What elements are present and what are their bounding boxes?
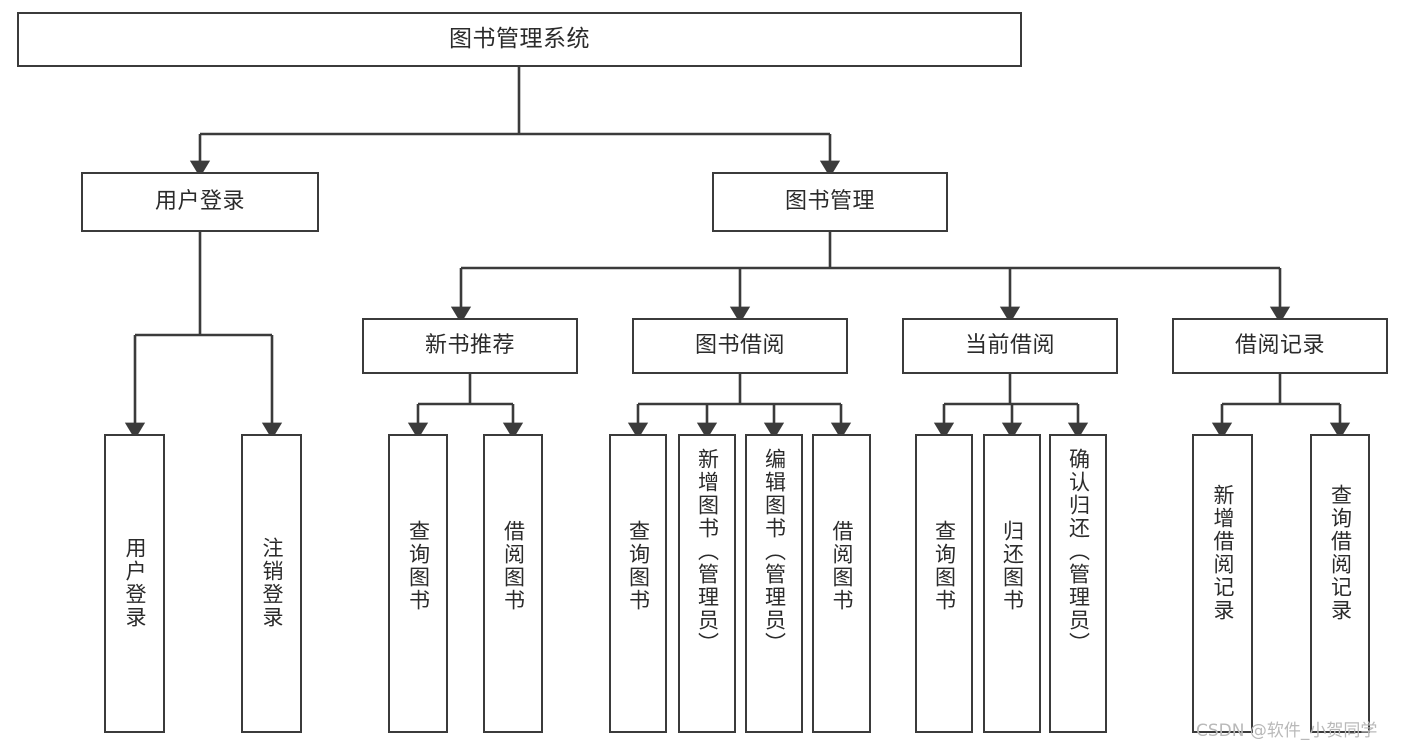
- node-label-new-book-rec: 新书推荐: [424, 333, 515, 359]
- node-label-leaf-query-book-1: 查询图书: [406, 520, 431, 612]
- node-user-login[interactable]: 用户登录: [81, 172, 319, 232]
- node-label-leaf-return-book: 归还图书: [1000, 520, 1025, 612]
- node-leaf-confirm-return-admin[interactable]: 确认归还（管理员）: [1049, 434, 1107, 733]
- node-label-leaf-logout: 注销登录: [260, 537, 285, 629]
- node-book-manage[interactable]: 图书管理: [712, 172, 948, 232]
- node-leaf-logout[interactable]: 注销登录: [241, 434, 302, 733]
- node-label-root: 图书管理系统: [449, 25, 590, 52]
- node-leaf-user-login[interactable]: 用户登录: [104, 434, 165, 733]
- node-label-leaf-add-borrow-record: 新增借阅记录: [1211, 484, 1236, 622]
- node-leaf-query-book-1[interactable]: 查询图书: [388, 434, 448, 733]
- node-label-leaf-query-book-3: 查询图书: [932, 520, 957, 612]
- node-label-leaf-confirm-return-admin: 确认归还（管理员）: [1066, 448, 1091, 655]
- node-label-book-manage: 图书管理: [784, 189, 875, 215]
- node-leaf-query-book-3[interactable]: 查询图书: [915, 434, 973, 733]
- node-label-leaf-borrow-book-1: 借阅图书: [501, 520, 526, 612]
- node-label-leaf-borrow-book-2: 借阅图书: [830, 520, 855, 612]
- node-root[interactable]: 图书管理系统: [17, 12, 1022, 67]
- node-label-leaf-user-login: 用户登录: [123, 537, 148, 629]
- node-label-user-login: 用户登录: [154, 189, 245, 215]
- node-label-current-borrow: 当前借阅: [964, 333, 1055, 359]
- node-leaf-query-borrow-record[interactable]: 查询借阅记录: [1310, 434, 1370, 733]
- node-leaf-borrow-book-1[interactable]: 借阅图书: [483, 434, 543, 733]
- node-current-borrow[interactable]: 当前借阅: [902, 318, 1118, 374]
- node-borrow-record[interactable]: 借阅记录: [1172, 318, 1388, 374]
- node-label-leaf-query-book-2: 查询图书: [626, 520, 651, 612]
- node-leaf-edit-book-admin[interactable]: 编辑图书（管理员）: [745, 434, 803, 733]
- node-label-leaf-add-book-admin: 新增图书（管理员）: [695, 448, 720, 655]
- node-new-book-rec[interactable]: 新书推荐: [362, 318, 578, 374]
- node-book-borrow[interactable]: 图书借阅: [632, 318, 848, 374]
- node-leaf-add-book-admin[interactable]: 新增图书（管理员）: [678, 434, 736, 733]
- node-leaf-add-borrow-record[interactable]: 新增借阅记录: [1192, 434, 1253, 733]
- node-leaf-query-book-2[interactable]: 查询图书: [609, 434, 667, 733]
- node-label-book-borrow: 图书借阅: [694, 333, 785, 359]
- node-leaf-return-book[interactable]: 归还图书: [983, 434, 1041, 733]
- node-label-leaf-edit-book-admin: 编辑图书（管理员）: [762, 448, 787, 655]
- node-label-borrow-record: 借阅记录: [1234, 333, 1325, 359]
- node-leaf-borrow-book-2[interactable]: 借阅图书: [812, 434, 871, 733]
- watermark-label: CSDN @软件_小贺同学: [1196, 721, 1378, 741]
- node-label-leaf-query-borrow-record: 查询借阅记录: [1328, 484, 1353, 622]
